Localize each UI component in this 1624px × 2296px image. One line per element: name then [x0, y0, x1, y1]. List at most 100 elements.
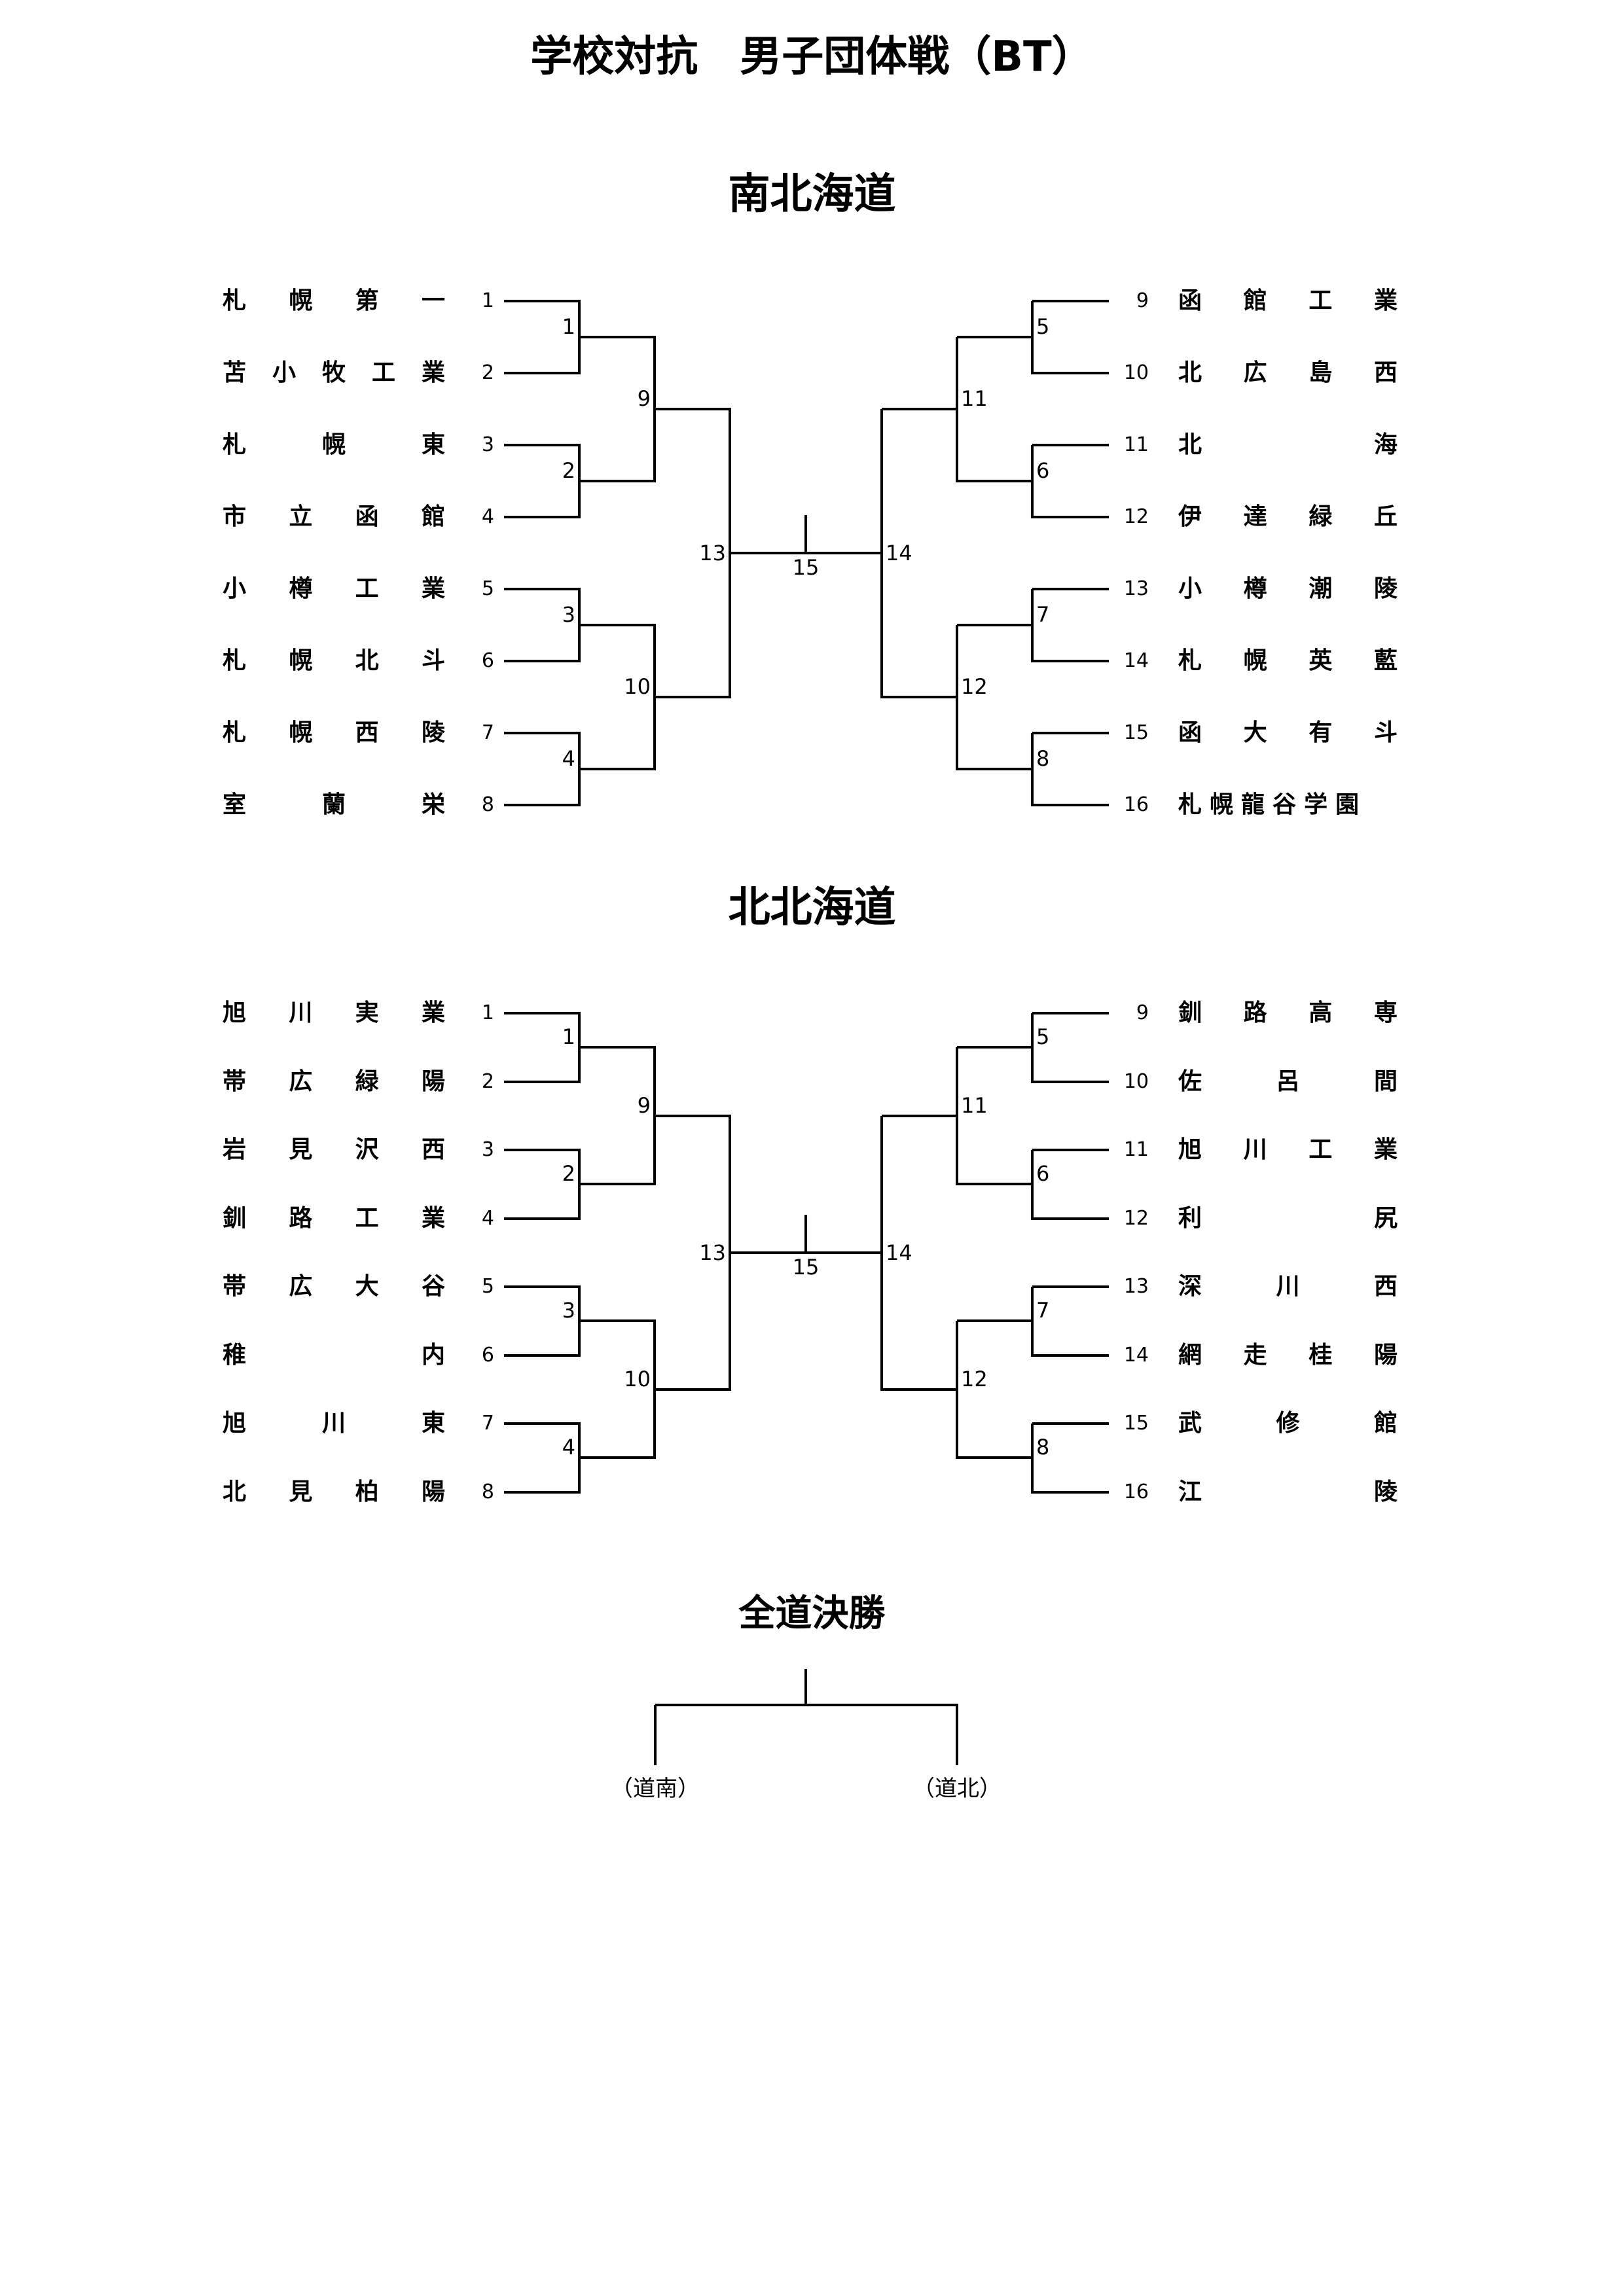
team-name-char: 苫 [223, 359, 247, 386]
team-name-char: 業 [421, 359, 445, 386]
bracket-line [655, 1704, 958, 1706]
bracket-line [804, 1214, 807, 1254]
team-name-left: 札幌東 [223, 432, 445, 458]
team-name-char: 広 [289, 1273, 313, 1300]
team-name-char: 斗 [421, 647, 445, 674]
match-number: 1 [562, 1024, 575, 1050]
team-name-char: 旭 [223, 1410, 247, 1437]
bracket-line [957, 768, 1034, 770]
bracket-line [504, 588, 581, 590]
seed-number: 3 [481, 433, 494, 456]
team-name-char: 業 [421, 1204, 445, 1232]
team-name-char: 東 [421, 431, 445, 458]
team-name-char: 川 [1243, 1136, 1267, 1163]
team-name-char: 館 [1243, 287, 1267, 314]
team-name-char: 工 [355, 575, 379, 602]
team-name-right: 佐呂間 [1178, 1068, 1398, 1095]
match-number: 9 [637, 1092, 651, 1118]
bracket-line [504, 804, 581, 806]
team-name-left: 札幌第一 [223, 288, 445, 314]
seed-number: 1 [481, 1001, 494, 1024]
team-name-char: 尻 [1373, 1204, 1398, 1232]
bracket-line [504, 660, 581, 662]
team-name-char: 修 [1276, 1410, 1300, 1437]
seed-number: 15 [1123, 1412, 1149, 1435]
team-name-char: 深 [1178, 1273, 1202, 1300]
team-name-char: 川 [1276, 1273, 1300, 1300]
team-name-left: 帯広緑陽 [223, 1067, 445, 1095]
team-name-char: 西 [421, 1136, 445, 1163]
bracket-line [504, 1080, 581, 1083]
bracket-line [1032, 444, 1109, 446]
bracket-line [1032, 1422, 1109, 1425]
bracket-line [579, 768, 656, 770]
seed-number: 2 [481, 1069, 494, 1093]
team-name-char: 幌 [1243, 647, 1267, 674]
team-name-char: 小 [1178, 575, 1202, 602]
match-number: 8 [1036, 746, 1050, 771]
team-name-char: 見 [289, 1136, 313, 1163]
match-number: 4 [562, 1435, 575, 1460]
seed-number: 14 [1123, 1343, 1149, 1367]
match-number: 1 [562, 314, 575, 339]
team-name-right: 釧路高専 [1178, 1000, 1398, 1026]
seed-number: 10 [1123, 1069, 1149, 1093]
team-name-char: 幌 [289, 647, 313, 674]
match-number: 10 [624, 1366, 651, 1391]
bracket-line [957, 1456, 1034, 1460]
seed-number: 6 [481, 1343, 494, 1367]
bracket-line [882, 1114, 958, 1117]
team-name-char: 陵 [1373, 1478, 1398, 1505]
team-name-char: 立 [289, 503, 313, 530]
team-name-right: 利尻 [1178, 1204, 1398, 1232]
bracket-line [1032, 1354, 1109, 1357]
team-name-left: 帯広大谷 [223, 1274, 445, 1300]
final-title: 全道決勝 [738, 1592, 886, 1635]
team-name-char: 谷 [1272, 791, 1305, 818]
bracket-line [504, 1149, 581, 1151]
team-name-char: 陽 [421, 1478, 445, 1505]
team-name-char: 樽 [1243, 575, 1267, 602]
team-name-left: 旭川東 [223, 1410, 445, 1437]
seed-number: 11 [1123, 433, 1149, 456]
bracket-line [654, 1705, 657, 1765]
team-name-char: 工 [1308, 287, 1333, 314]
team-name-char: 業 [421, 575, 445, 602]
team-name-char: 園 [1335, 791, 1367, 818]
bracket-line [804, 1669, 807, 1706]
bracket-line [504, 1354, 581, 1357]
bracket-line [504, 1012, 581, 1014]
team-name-char: 函 [1178, 287, 1202, 314]
team-name-char: 釧 [223, 1204, 247, 1232]
team-name-right: 小樽潮陵 [1178, 576, 1398, 602]
seed-number: 8 [481, 793, 494, 816]
bracket-line [1032, 1080, 1109, 1083]
seed-number: 16 [1123, 1480, 1149, 1503]
bracket-line [1032, 804, 1109, 806]
team-name-left: 札幌西陵 [223, 720, 445, 746]
team-name-char: 旭 [223, 999, 247, 1026]
match-number-final: 15 [792, 1254, 820, 1280]
seed-number: 3 [481, 1138, 494, 1161]
team-name-char: 陵 [421, 719, 445, 746]
team-name-char: 樽 [289, 575, 313, 602]
bracket-line [504, 300, 581, 302]
bracket-line [1032, 660, 1109, 662]
match-number: 9 [637, 386, 651, 411]
match-number: 14 [886, 541, 912, 565]
team-name-char: 西 [1373, 359, 1398, 386]
final-label-south: （道南） [611, 1776, 700, 1802]
team-name-char: 帯 [223, 1067, 247, 1095]
match-number: 3 [562, 602, 575, 627]
team-name-right: 函館工業 [1178, 288, 1398, 314]
team-name-char: 市 [223, 503, 247, 530]
seed-number: 10 [1123, 361, 1149, 384]
bracket-line [504, 372, 581, 374]
match-number: 6 [1036, 1161, 1050, 1187]
document-title: 学校対抗 男子団体戦（BT） [530, 33, 1094, 81]
team-name-char: 室 [223, 791, 247, 818]
team-name-char: 江 [1178, 1478, 1202, 1505]
team-name-char: 工 [355, 1204, 379, 1232]
team-name-char: 西 [355, 719, 379, 746]
team-name-char: 北 [355, 647, 379, 674]
